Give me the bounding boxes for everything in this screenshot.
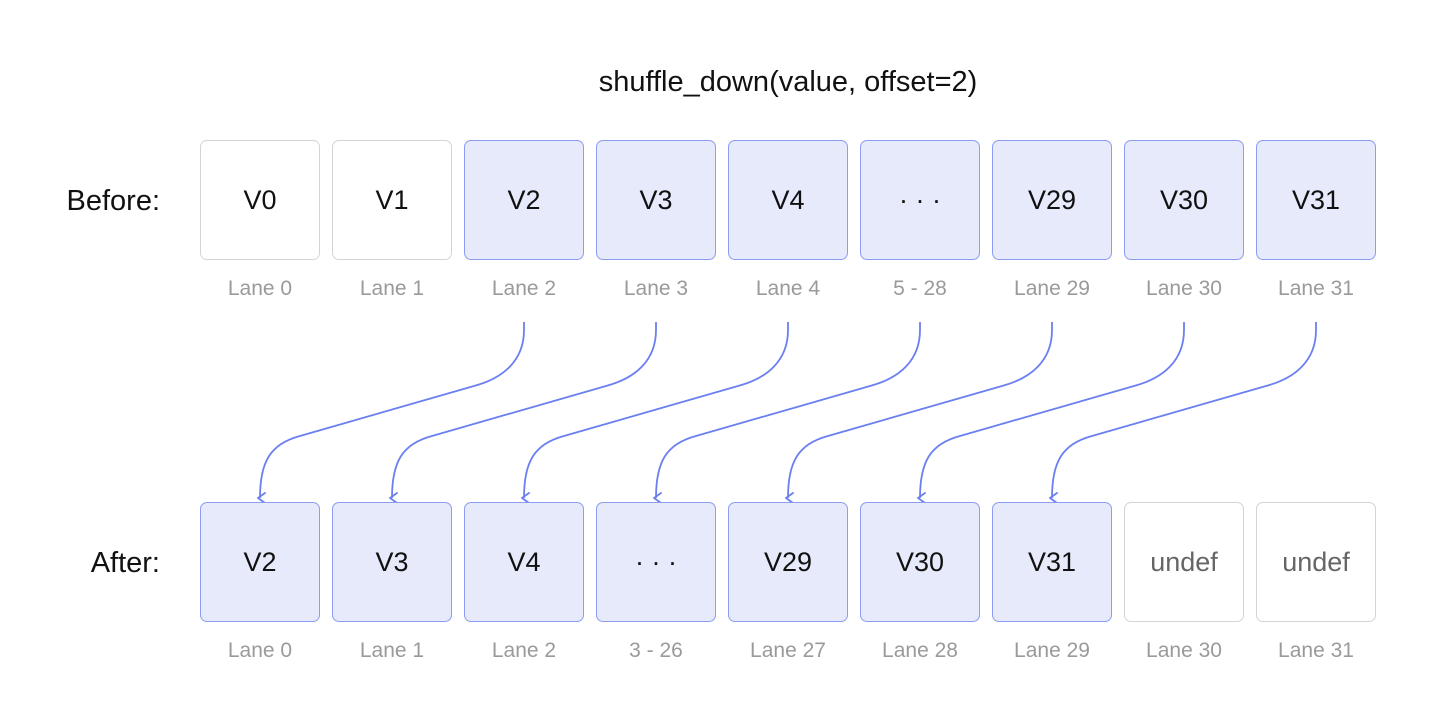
before-row-label: Before: — [66, 185, 161, 217]
before-lane-label: 5 - 28 — [893, 277, 947, 300]
after-cell-value: V30 — [895, 546, 945, 577]
shuffle-arrow — [785, 322, 1053, 504]
after-lane-label: 3 - 26 — [629, 639, 683, 662]
after-cell: undef — [1124, 502, 1244, 622]
after-cell: · · · — [596, 502, 716, 622]
before-cell-value: V4 — [771, 184, 805, 215]
after-lane-label: Lane 1 — [359, 639, 425, 662]
before-lane-label: Lane 4 — [755, 277, 821, 300]
shuffle-arrow — [257, 322, 525, 504]
shuffle-arrow — [389, 322, 657, 504]
after-lane-label: Lane 28 — [882, 639, 958, 662]
before-cell-value: V3 — [639, 184, 673, 215]
after-cell-value: V3 — [375, 546, 409, 577]
before-cell: V4 — [728, 140, 848, 260]
before-cell: V29 — [992, 140, 1112, 260]
before-cell: V30 — [1124, 140, 1244, 260]
shuffle-arrow — [917, 322, 1185, 504]
after-lane-label: Lane 30 — [1146, 639, 1222, 662]
before-cell-value: V29 — [1027, 184, 1077, 215]
after-row-label: After: — [90, 547, 160, 579]
after-lane-label: Lane 29 — [1014, 639, 1090, 662]
before-cell: V3 — [596, 140, 716, 260]
before-cell: · · · — [860, 140, 980, 260]
before-lane-label: Lane 30 — [1146, 277, 1222, 300]
before-cell: V0 — [200, 140, 320, 260]
after-cell-value: V4 — [507, 546, 541, 577]
after-cell-value: V29 — [763, 546, 813, 577]
before-cell-value: V31 — [1291, 184, 1341, 215]
before-lane-label: Lane 31 — [1278, 277, 1354, 300]
shuffle-arrow — [653, 322, 921, 504]
before-cell-value: V0 — [243, 184, 277, 215]
after-cell-value: · · · — [635, 546, 677, 577]
after-cell: V4 — [464, 502, 584, 622]
after-cell: V2 — [200, 502, 320, 622]
after-cell-value: V31 — [1027, 546, 1077, 577]
shuffle-arrow — [1049, 322, 1317, 504]
before-cell-value: V30 — [1159, 184, 1209, 215]
before-cell: V31 — [1256, 140, 1376, 260]
after-cell-value: undef — [1282, 546, 1350, 577]
after-cell: V30 — [860, 502, 980, 622]
before-cell: V1 — [332, 140, 452, 260]
after-cell: V3 — [332, 502, 452, 622]
before-cell: V2 — [464, 140, 584, 260]
after-cell-value: undef — [1150, 546, 1218, 577]
before-cell-value: · · · — [899, 184, 941, 215]
before-cell-value: V1 — [375, 184, 409, 215]
before-lane-label: Lane 2 — [491, 277, 557, 300]
after-lane-label: Lane 2 — [491, 639, 557, 662]
before-lane-label: Lane 1 — [359, 277, 425, 300]
before-lane-label: Lane 3 — [623, 277, 689, 300]
after-cell: undef — [1256, 502, 1376, 622]
before-cell-value: V2 — [507, 184, 541, 215]
after-lane-label: Lane 0 — [227, 639, 293, 662]
before-lane-label: Lane 0 — [227, 277, 293, 300]
before-lane-label: Lane 29 — [1014, 277, 1090, 300]
after-cell: V31 — [992, 502, 1112, 622]
diagram-title: shuffle_down(value, offset=2) — [598, 66, 978, 98]
shuffle-arrow — [521, 322, 789, 504]
after-lane-label: Lane 27 — [750, 639, 826, 662]
after-cell-value: V2 — [243, 546, 277, 577]
after-cell: V29 — [728, 502, 848, 622]
after-lane-label: Lane 31 — [1278, 639, 1354, 662]
